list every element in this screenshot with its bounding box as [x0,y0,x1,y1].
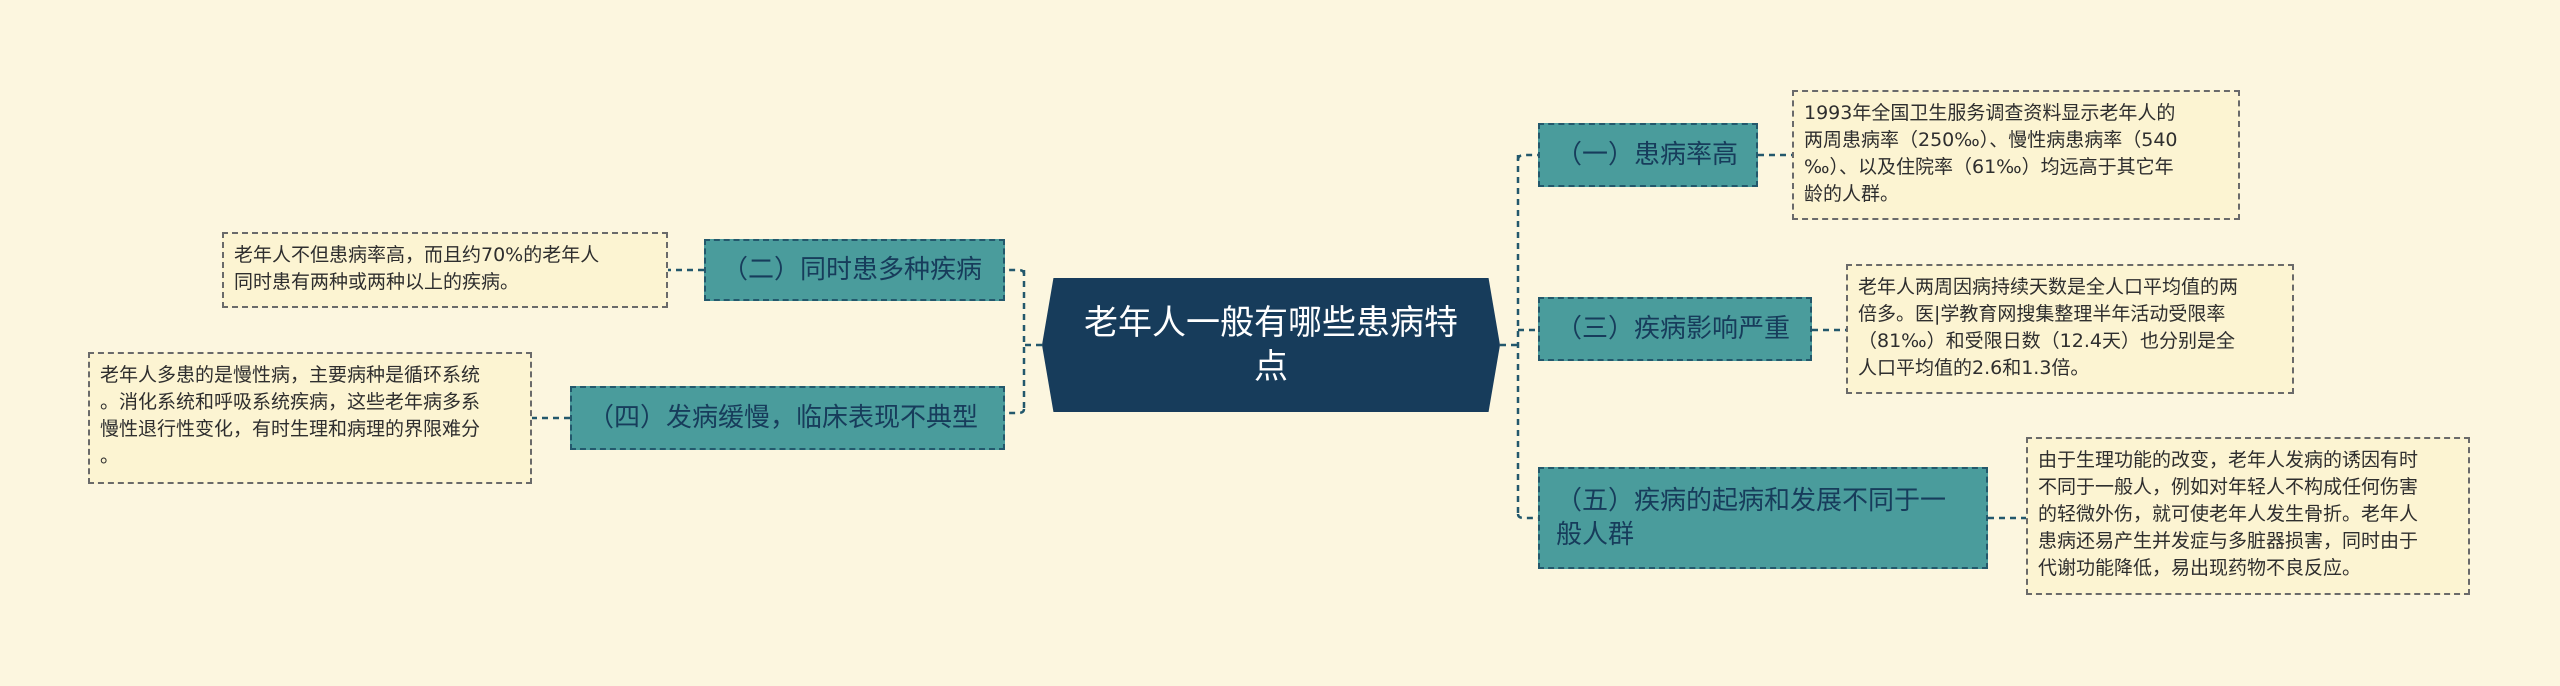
detail-b2: 老年人不但患病率高，而且约70%的老年人 同时患有两种或两种以上的疾病。 [222,232,668,308]
detail-b1: 1993年全国卫生服务调查资料显示老年人的 两周患病率（250‰）、慢性病患病率… [1792,90,2240,220]
branch-b3[interactable]: （三）疾病影响严重 [1538,297,1812,361]
branch-b2[interactable]: （二）同时患多种疾病 [704,239,1005,301]
detail-b3: 老年人两周因病持续天数是全人口平均值的两 倍多。医|学教育网搜集整理半年活动受限… [1846,264,2294,394]
connector-right-trunk [1500,155,1520,518]
detail-b5: 由于生理功能的改变，老年人发病的诱因有时 不同于一般人，例如对年轻人不构成任何伤… [2026,437,2470,595]
branch-b5-label: （五）疾病的起病和发展不同于一般人群 [1556,486,1947,550]
branch-b4[interactable]: （四）发病缓慢，临床表现不典型 [570,386,1005,450]
branch-b1-label: （一）患病率高 [1556,140,1739,170]
connector-b5 [1516,513,1538,520]
branch-b1[interactable]: （一）患病率高 [1538,123,1758,187]
branch-b2-label: （二）同时患多种疾病 [722,255,983,285]
connector-b4 [1005,408,1026,415]
detail-b4: 老年人多患的是慢性病，主要病种是循环系统 。消化系统和呼吸系统疾病，这些老年病多… [88,352,532,484]
branch-b3-label: （三）疾病影响严重 [1556,314,1791,344]
central-topic-label: 老年人一般有哪些患病特点 [1084,303,1458,387]
connector-b1 [1516,153,1538,161]
connector-left-trunk [1022,270,1042,413]
branch-b5[interactable]: （五）疾病的起病和发展不同于一般人群 [1538,467,1988,569]
connector-b2 [1005,268,1026,275]
branch-b4-label: （四）发病缓慢，临床表现不典型 [588,403,979,433]
central-topic[interactable]: 老年人一般有哪些患病特点 [1042,278,1500,412]
